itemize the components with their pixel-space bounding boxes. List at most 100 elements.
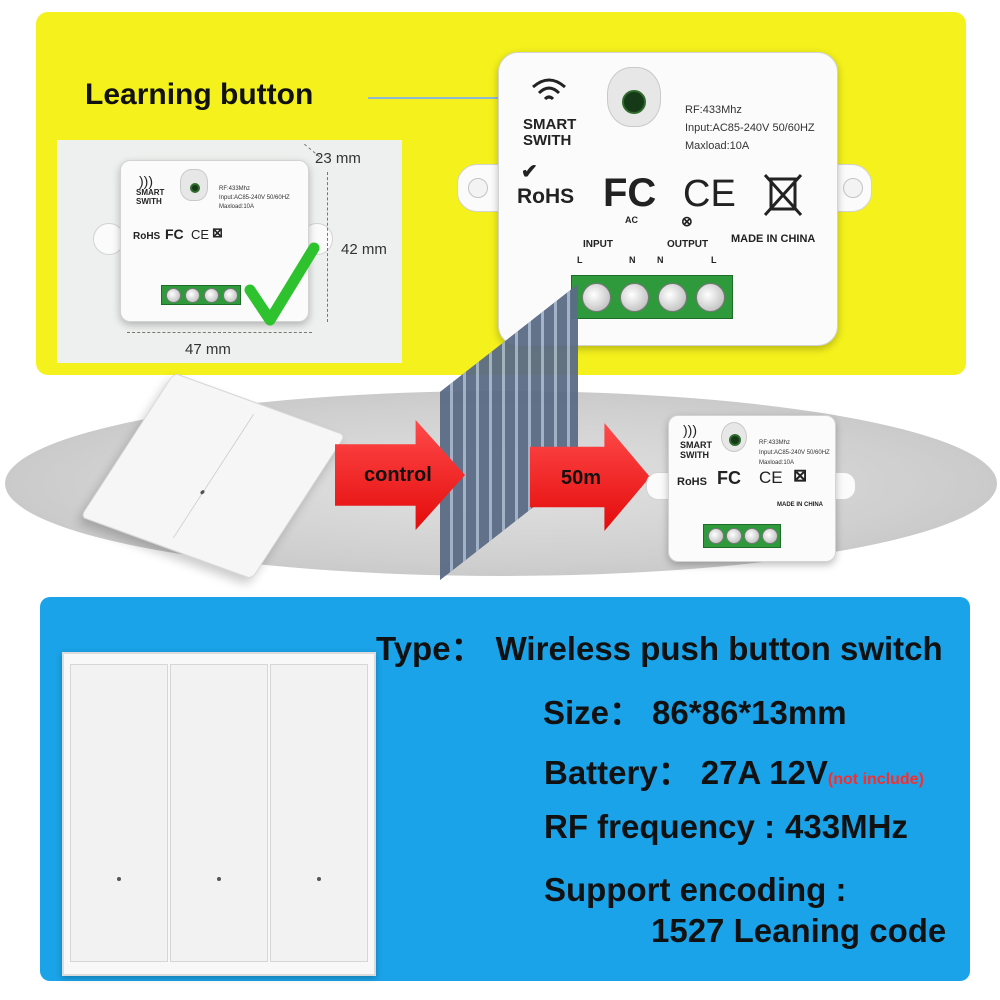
- mid-learning-button-core: [729, 434, 741, 446]
- small-brand-line2: SWITH: [136, 197, 162, 206]
- mid-fc-mark: FC: [717, 468, 741, 488]
- spec-battery-note: (not include): [827, 771, 924, 788]
- mid-rf: RF:433Mhz: [759, 440, 791, 446]
- output-label: OUTPUT: [667, 239, 709, 250]
- big-ce-mark: CE: [683, 173, 736, 215]
- control-arrow-label: control: [364, 464, 432, 486]
- big-maxload: Maxload:10A: [685, 140, 750, 152]
- spec-battery-value: 27A 12V: [700, 754, 828, 791]
- mid-receiver: ))) SMART SWITH RF:433Mhz Input:AC85-240…: [668, 415, 836, 562]
- screw: [744, 528, 760, 544]
- ear-hole: [468, 178, 488, 198]
- spec-encoding-label: Support encoding :: [544, 871, 847, 908]
- spec-type: Type： Wireless push button switch: [376, 622, 943, 670]
- small-input: Input:AC85-240V 50/60HZ: [219, 195, 290, 201]
- mid-rohs: RoHS: [677, 476, 707, 488]
- terminal-n2: N: [657, 255, 664, 265]
- indicator-dot: [217, 877, 221, 881]
- big-spec-text: RF:433Mhz Input:AC85-240V 50/60HZ Maxloa…: [685, 101, 815, 155]
- lamp-icon: ⊗: [681, 213, 693, 229]
- spec-rf: RF frequency :433MHz: [544, 808, 908, 846]
- big-brand-line1: SMART: [523, 116, 577, 133]
- spec-type-label: Type：: [376, 630, 484, 667]
- weee-bin-icon: [763, 173, 803, 217]
- small-ce-mark: CE: [191, 227, 210, 242]
- check-mark-icon: [244, 242, 320, 326]
- screw: [204, 288, 219, 303]
- learning-button[interactable]: [607, 67, 661, 127]
- mid-spec-text: RF:433Mhz Input:AC85-240V 50/60HZ Maxloa…: [759, 438, 830, 468]
- terminal-l2: L: [711, 255, 717, 265]
- height-dimension-line: [327, 172, 328, 322]
- screw: [223, 288, 238, 303]
- spec-size-value: 86*86*13mm: [652, 694, 847, 731]
- big-rf: RF:433Mhz: [685, 104, 742, 116]
- small-brand-line1: SMART: [136, 188, 165, 197]
- small-device: ))) SMART SWITH RF:433Mhz Input:AC85-240…: [120, 160, 309, 322]
- three-gang-switch: [62, 652, 376, 976]
- big-device: SMART SWITH RF:433Mhz Input:AC85-240V 50…: [498, 52, 838, 346]
- big-fc-mark: FC: [603, 171, 657, 215]
- learning-button-core: [622, 90, 646, 114]
- made-in-label: MADE IN CHINA: [731, 233, 816, 245]
- terminal-n1: N: [629, 255, 636, 265]
- mounting-ear-left: [93, 223, 125, 255]
- distance-arrow-label: 50m: [561, 467, 602, 489]
- wifi-icon: ))): [683, 422, 697, 438]
- small-terminal-block: [161, 285, 241, 305]
- screw: [708, 528, 724, 544]
- big-check-icon: ✔: [521, 161, 538, 183]
- screw: [620, 283, 649, 312]
- spec-rf-label: RF frequency :: [544, 808, 776, 845]
- ac-label: AC: [625, 215, 638, 225]
- spec-size: Size：86*86*13mm: [543, 686, 847, 734]
- screw: [762, 528, 778, 544]
- big-input: Input:AC85-240V 50/60HZ: [685, 122, 815, 134]
- wifi-icon: [532, 78, 566, 101]
- big-rohs: RoHS: [517, 185, 575, 208]
- indicator-dot: [117, 877, 121, 881]
- spec-battery: Battery：27A 12V(not include): [544, 746, 924, 794]
- mid-bin-icon: ⊠: [793, 466, 808, 485]
- mid-brand: SMART SWITH: [680, 440, 712, 460]
- screw: [166, 288, 181, 303]
- dimension-photo: ))) SMART SWITH RF:433Mhz Input:AC85-240…: [57, 140, 402, 363]
- screw: [582, 283, 611, 312]
- rocker-right: [270, 664, 368, 962]
- mid-learning-button: [721, 422, 747, 452]
- indicator-dot: [199, 489, 206, 495]
- width-dimension: 47 mm: [185, 341, 231, 358]
- mid-input: Input:AC85-240V 50/60HZ: [759, 450, 830, 456]
- mid-brand-line1: SMART: [680, 440, 712, 450]
- learning-button-label: Learning button: [85, 78, 314, 111]
- big-terminal-block: [571, 275, 733, 319]
- small-bin-icon: ⊠: [212, 225, 223, 240]
- spec-encoding-value: 1527 Leaning code: [651, 912, 947, 949]
- big-brand-line2: SWITH: [523, 132, 572, 149]
- spec-battery-label: Battery：: [544, 754, 691, 791]
- screw: [696, 283, 725, 312]
- indicator-dot: [317, 877, 321, 881]
- spec-size-label: Size：: [543, 694, 643, 731]
- small-rohs: RoHS: [133, 231, 161, 242]
- pointer-line: [368, 97, 616, 99]
- depth-dimension: 23 mm: [315, 150, 361, 167]
- mid-maxload: Maxload:10A: [759, 460, 795, 466]
- rocker-left: [70, 664, 168, 962]
- small-rf: RF:433Mhz: [219, 186, 251, 192]
- input-label: INPUT: [583, 239, 613, 250]
- small-spec-text: RF:433Mhz Input:AC85-240V 50/60HZ Maxloa…: [219, 185, 290, 212]
- rocker-middle: [170, 664, 268, 962]
- spec-type-value: Wireless push button switch: [495, 630, 943, 667]
- terminal-l1: L: [577, 255, 583, 265]
- small-fc-mark: FC: [165, 226, 184, 242]
- wifi-icon: ))): [139, 173, 153, 189]
- small-maxload: Maxload:10A: [219, 204, 255, 210]
- small-brand: SMART SWITH: [136, 188, 164, 206]
- mid-terminal-block: [703, 524, 781, 548]
- screw: [658, 283, 687, 312]
- mid-brand-line2: SWITH: [680, 450, 709, 460]
- screw: [726, 528, 742, 544]
- small-learning-button: [180, 169, 208, 201]
- small-learning-button-core: [190, 183, 200, 193]
